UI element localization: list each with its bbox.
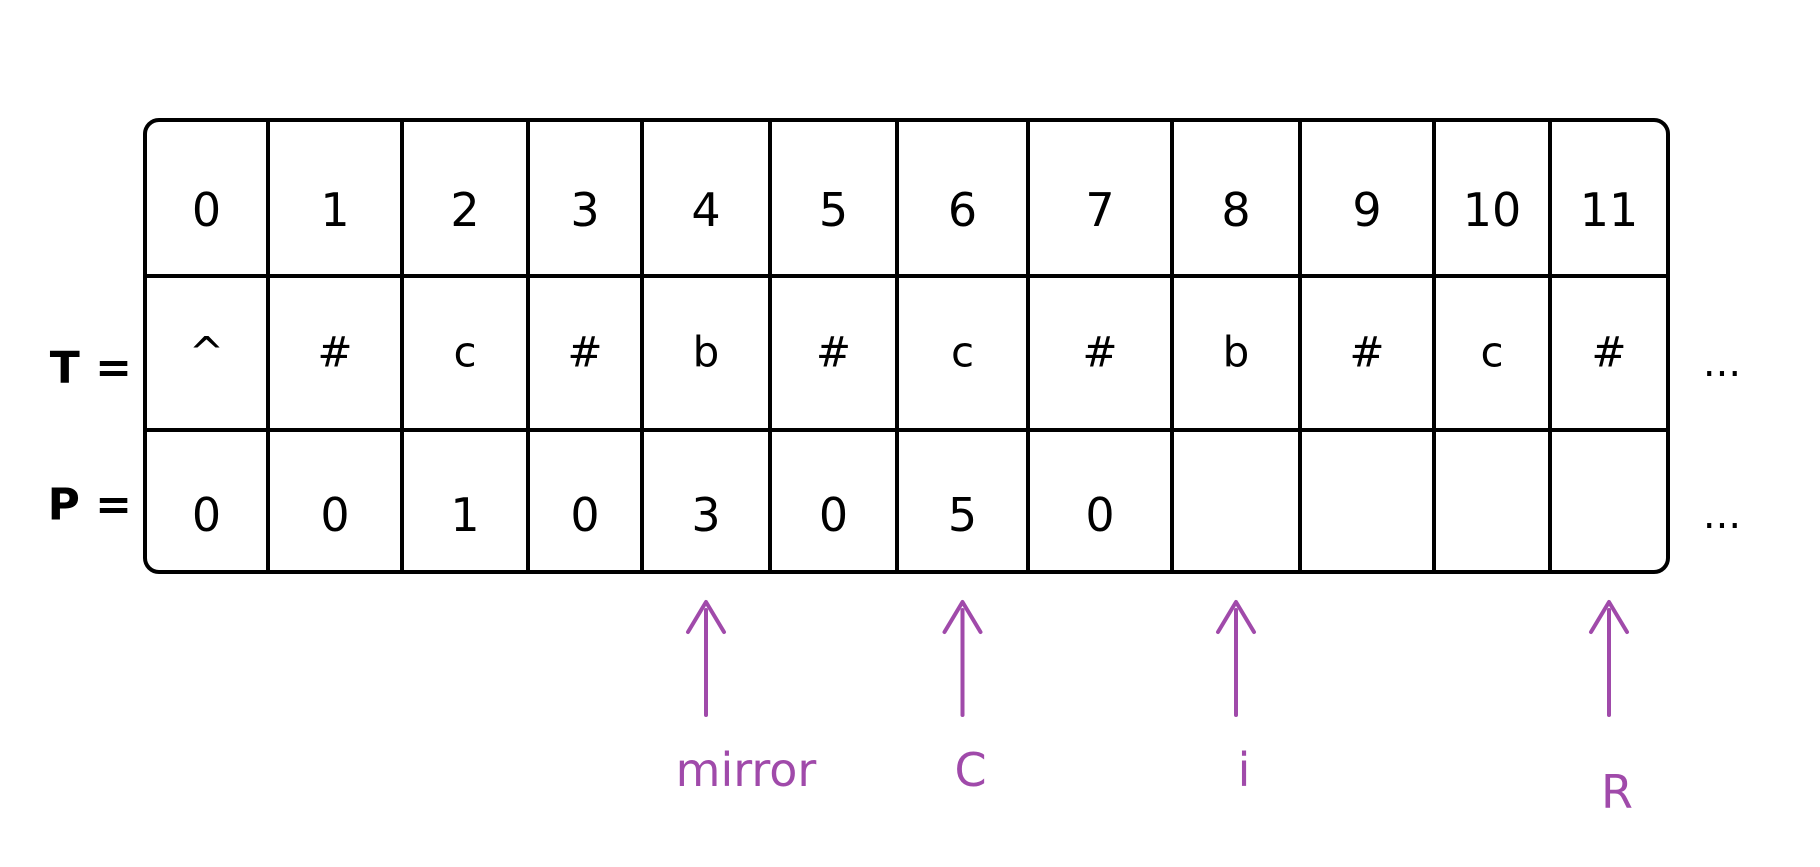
pointer-mirror: mirror [676,600,817,797]
index-cell-3: 3 [570,183,599,237]
index-cell-4: 4 [691,183,720,237]
index-cell-1: 1 [320,183,349,237]
p-row: 0 0 1 0 3 0 5 0 [192,488,1115,542]
p-row-label: P = [48,480,132,531]
pointer-label: mirror [676,743,817,797]
t-row-label: T = [50,343,132,394]
p-cell-4: 3 [691,488,720,542]
t-cell-2: c [453,328,476,377]
t-cell-6: c [951,328,974,377]
t-cell-0: ^ [189,328,224,377]
up-arrow-icon [686,600,726,634]
index-row: 0 1 2 3 4 5 6 7 8 9 10 11 [192,183,1638,237]
t-cell-3: # [567,328,602,377]
t-cell-4: b [693,328,720,377]
t-cell-9: # [1349,328,1384,377]
index-cell-11: 11 [1580,183,1639,237]
pointer-label: i [1238,743,1251,797]
t-cell-7: # [1082,328,1117,377]
pointer-i: i [1216,600,1256,797]
up-arrow-icon [1589,600,1629,634]
index-cell-5: 5 [819,183,848,237]
pointer-label: R [1601,765,1633,819]
index-cell-2: 2 [450,183,479,237]
p-cell-6: 5 [948,488,977,542]
index-cell-10: 10 [1463,183,1522,237]
pointer-C: C [942,600,987,797]
t-cell-5: # [816,328,851,377]
t-row-continuation: ... [1703,340,1741,386]
index-cell-0: 0 [192,183,221,237]
p-row-continuation: ... [1703,492,1741,538]
t-cell-11: # [1591,328,1626,377]
index-cell-7: 7 [1085,183,1114,237]
t-cell-1: # [317,328,352,377]
grid-frame [143,118,1670,574]
array-grid [143,118,1670,574]
p-cell-7: 0 [1085,488,1114,542]
t-row: ^ # c # b # c # b # c # [189,328,1627,377]
p-cell-1: 0 [320,488,349,542]
p-cell-2: 1 [450,488,479,542]
t-cell-10: c [1480,328,1503,377]
up-arrow-icon [942,600,983,634]
index-cell-9: 9 [1352,183,1381,237]
t-cell-8: b [1223,328,1250,377]
p-cell-0: 0 [192,488,221,542]
index-cell-6: 6 [948,183,977,237]
index-cell-8: 8 [1221,183,1250,237]
p-cell-5: 0 [819,488,848,542]
p-cell-3: 0 [570,488,599,542]
pointer-R: R [1589,600,1633,819]
pointer-label: C [954,743,986,797]
up-arrow-icon [1216,600,1256,634]
